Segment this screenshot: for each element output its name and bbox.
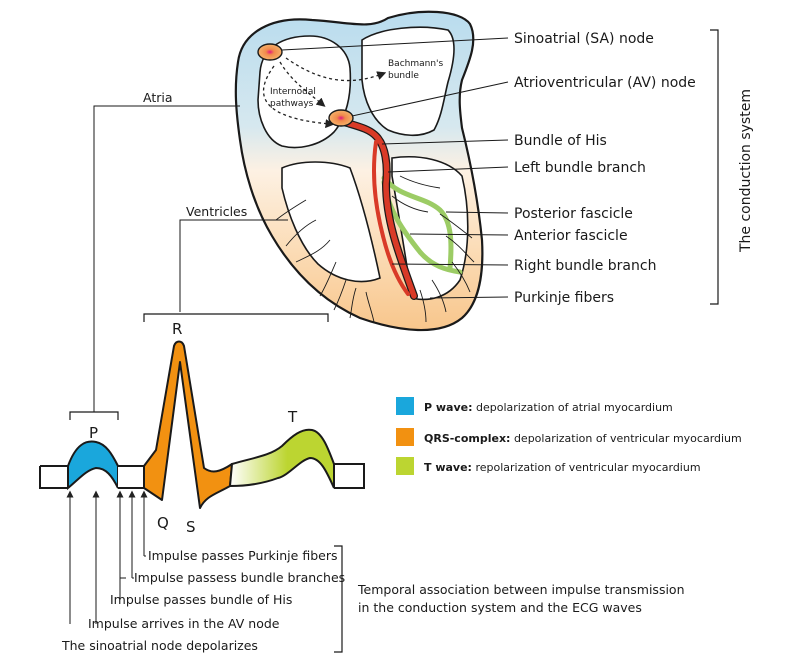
legend-text-p: depolarization of atrial myocardium [473, 401, 673, 414]
impulse-purkinje: Impulse passes Purkinje fibers [148, 548, 337, 563]
ecg-p-label: P [89, 424, 98, 442]
conduction-system-bracket [710, 29, 719, 305]
conduction-system-label: The conduction system [738, 89, 754, 253]
left-atrium-chamber [361, 26, 455, 137]
impulse-bundle-branches: Impulse passess bundle branches [134, 570, 345, 585]
atria-connector [93, 105, 240, 400]
ecg-r-label: R [172, 320, 182, 338]
av-node-label: Atrioventricular (AV) node [514, 75, 696, 91]
legend-swatch-qrs [396, 428, 414, 446]
right-ventricle-chamber [281, 161, 381, 283]
pr-segment [118, 466, 144, 488]
internodal-pathway-arrow-1 [279, 61, 326, 107]
legend-swatch-p [396, 397, 414, 415]
legend: P wave: depolarization of atrial myocard… [396, 397, 742, 475]
impulse-av-node: Impulse arrives in the AV node [88, 616, 280, 631]
legend-item-qrs: QRS-complex: depolarization of ventricul… [424, 432, 742, 445]
legend-swatch-t [396, 457, 414, 475]
heart-leader-lines [281, 37, 509, 299]
right-bundle-path [372, 140, 410, 296]
purkinje-label: Purkinje fibers [514, 290, 614, 306]
legend-title-qrs: QRS-complex: [424, 432, 510, 445]
posterior-fascicle-label: Posterior fascicle [514, 206, 633, 222]
bachmann-label-2: bundle [388, 71, 419, 81]
temporal-bracket [334, 545, 343, 653]
impulse-arrows [66, 490, 148, 624]
legend-title-p: P wave: [424, 401, 473, 414]
bundle-of-his-fill [341, 119, 417, 299]
qrs-bracket [143, 313, 329, 322]
ecg-q-label: Q [157, 514, 169, 532]
legend-text-t: repolarization of ventricular myocardium [472, 461, 701, 474]
heart-illustration: Bachmann's bundle Internodal pathways [234, 10, 484, 332]
bachmann-bundle-arrow [285, 57, 387, 82]
right-bundle-label: Right bundle branch [514, 258, 656, 274]
ecg-trace: P R Q S T [39, 320, 365, 536]
internodal-label-1: Internodal [270, 87, 316, 97]
purkinje-fibers [275, 175, 475, 323]
temporal-line-1: Temporal association between impulse tra… [357, 582, 685, 597]
impulse-sa-node: The sinoatrial node depolarizes [61, 638, 258, 653]
atria-label: Atria [143, 90, 173, 105]
sa-node [257, 43, 283, 61]
qrs-complex-shape [143, 340, 233, 509]
ventricles-connector [179, 219, 288, 312]
p-wave-bracket [69, 411, 119, 420]
posterior-fascicle-path [381, 175, 454, 271]
impulse-bundle-his: Impulse passes bundle of His [110, 592, 292, 607]
ventricles-label: Ventricles [186, 204, 247, 219]
ecg-s-label: S [186, 518, 196, 536]
sa-node-label: Sinoatrial (SA) node [514, 31, 654, 47]
legend-item-p: P wave: depolarization of atrial myocard… [424, 401, 673, 414]
impulse-leaders [95, 555, 146, 624]
ecg-baseline-left [39, 465, 68, 489]
t-wave-shape [228, 428, 335, 489]
ecg-baseline-right [334, 463, 365, 489]
left-bundle-label: Left bundle branch [514, 160, 646, 176]
anterior-fascicle-label: Anterior fascicle [514, 228, 628, 244]
ecg-t-label: T [287, 408, 298, 426]
legend-title-t: T wave: [424, 461, 472, 474]
bachmann-label-1: Bachmann's [388, 59, 444, 69]
internodal-label-2: pathways [270, 99, 314, 109]
legend-item-t: T wave: repolarization of ventricular my… [424, 461, 701, 474]
p-wave-shape [67, 440, 119, 491]
legend-text-qrs: depolarization of ventricular myocardium [510, 432, 741, 445]
temporal-line-2: in the conduction system and the ECG wav… [358, 600, 642, 615]
bundle-his-label: Bundle of His [514, 133, 607, 149]
av-node [328, 109, 354, 127]
